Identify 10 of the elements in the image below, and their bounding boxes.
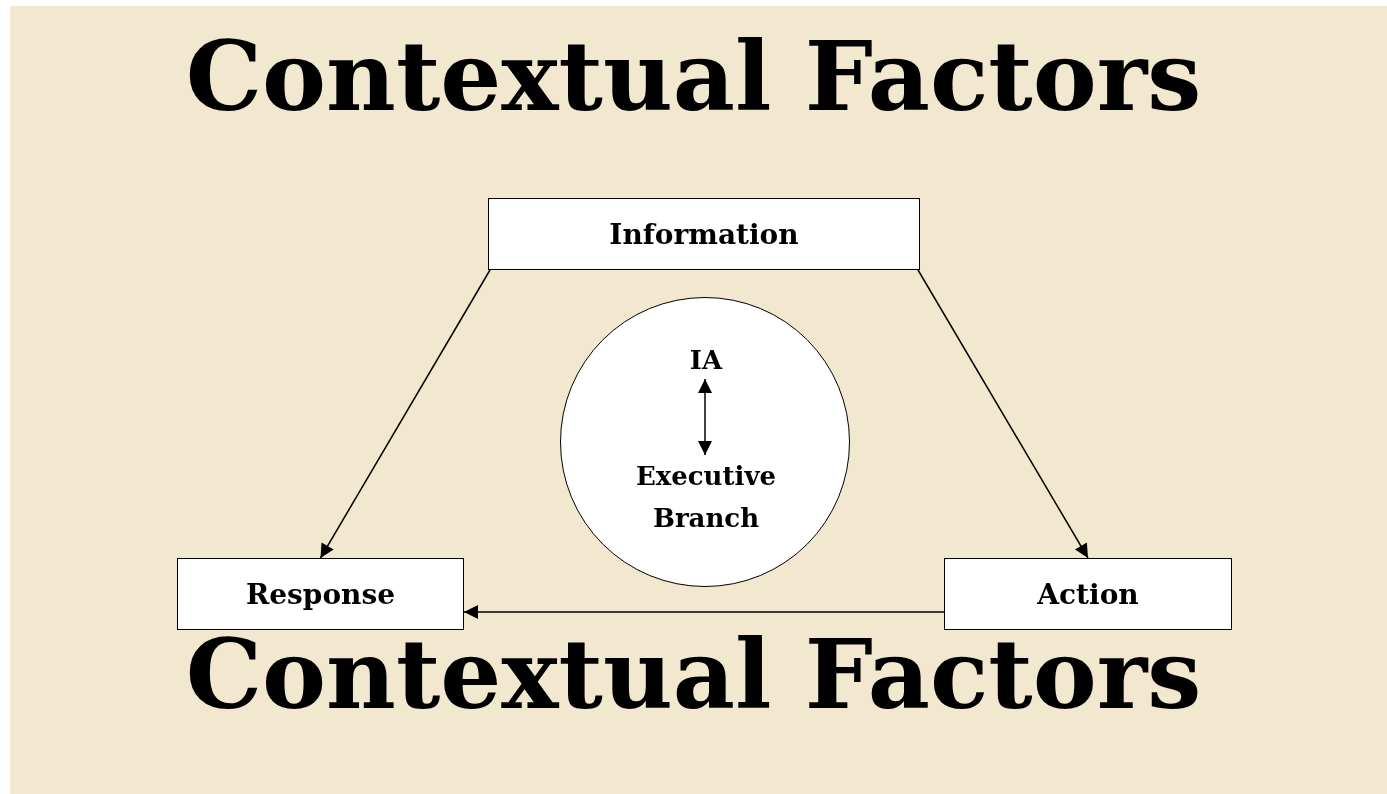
arrow: [319, 269, 491, 559]
node-label: Executive Branch: [606, 456, 806, 540]
node-label: IA: [656, 340, 756, 380]
process-box: Action: [944, 558, 1232, 630]
process-box: Response: [177, 558, 464, 630]
arrow: [463, 605, 945, 619]
process-box: Information: [488, 198, 920, 270]
arrow: [917, 269, 1089, 559]
heading-text: Contextual Factors: [184, 20, 1203, 133]
arrow: [698, 378, 712, 456]
